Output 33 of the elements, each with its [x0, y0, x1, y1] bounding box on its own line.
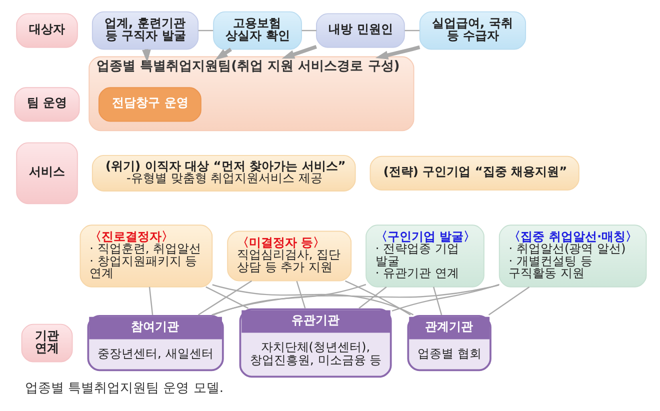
node-box: 대상자: [16, 13, 78, 48]
node-box: 〈구인기업 발굴〉 · 전략업종 기업 발굴 · 유관기관 연계: [365, 224, 484, 288]
connector: [205, 286, 248, 309]
node-box: 〈미결정자 등〉 직업심리검사, 집단 상담 등 추가 지원: [226, 230, 352, 282]
connector: [391, 284, 499, 312]
node-box: 고용보험 상실자 확인: [212, 11, 302, 50]
node-box: 전담창구 운영: [98, 87, 201, 122]
connector: [212, 284, 414, 316]
caption: 업종별 특별취업지원팀 운영 모델.: [24, 380, 224, 396]
arrow: [281, 44, 316, 59]
connector: [197, 280, 252, 316]
connector: [358, 286, 386, 309]
connector: [432, 286, 442, 316]
connector: [301, 30, 316, 32]
node-box: (위기) 이직자 대상 “먼저 찾아가는 서비스” -유형별 맞춤형 취업지원서비스 제공: [91, 154, 356, 192]
connector: [211, 284, 499, 316]
node-box: 기관 연계: [20, 324, 72, 362]
connector: [198, 30, 213, 32]
node-box: 내방 민원인: [316, 13, 404, 48]
connector: [488, 286, 530, 316]
node-box: 실업급여, 국취 등 수급자: [418, 11, 526, 50]
node-box: 팀 운영: [14, 87, 80, 122]
node-box: 〈진로결정자〉 · 직업훈련, 취업알선 · 창업지원패키지 등 연계: [79, 224, 212, 288]
node-box: (전략) 구인기업 “집중 채용지원”: [369, 156, 579, 191]
node-box: 서비스: [16, 142, 78, 204]
connector: [344, 280, 410, 316]
node-box: 업계, 훈련기관 등 구직자 발굴: [91, 11, 198, 50]
connector: [296, 280, 306, 308]
connector: [212, 284, 366, 316]
connector: [148, 286, 153, 315]
node-box: 〈집중 취업알선·매칭〉 · 취업알선(광역 알선) · 개별컨설팅 등 구직활동 지원: [498, 224, 646, 288]
connector: [404, 30, 420, 32]
arrow: [374, 45, 420, 60]
